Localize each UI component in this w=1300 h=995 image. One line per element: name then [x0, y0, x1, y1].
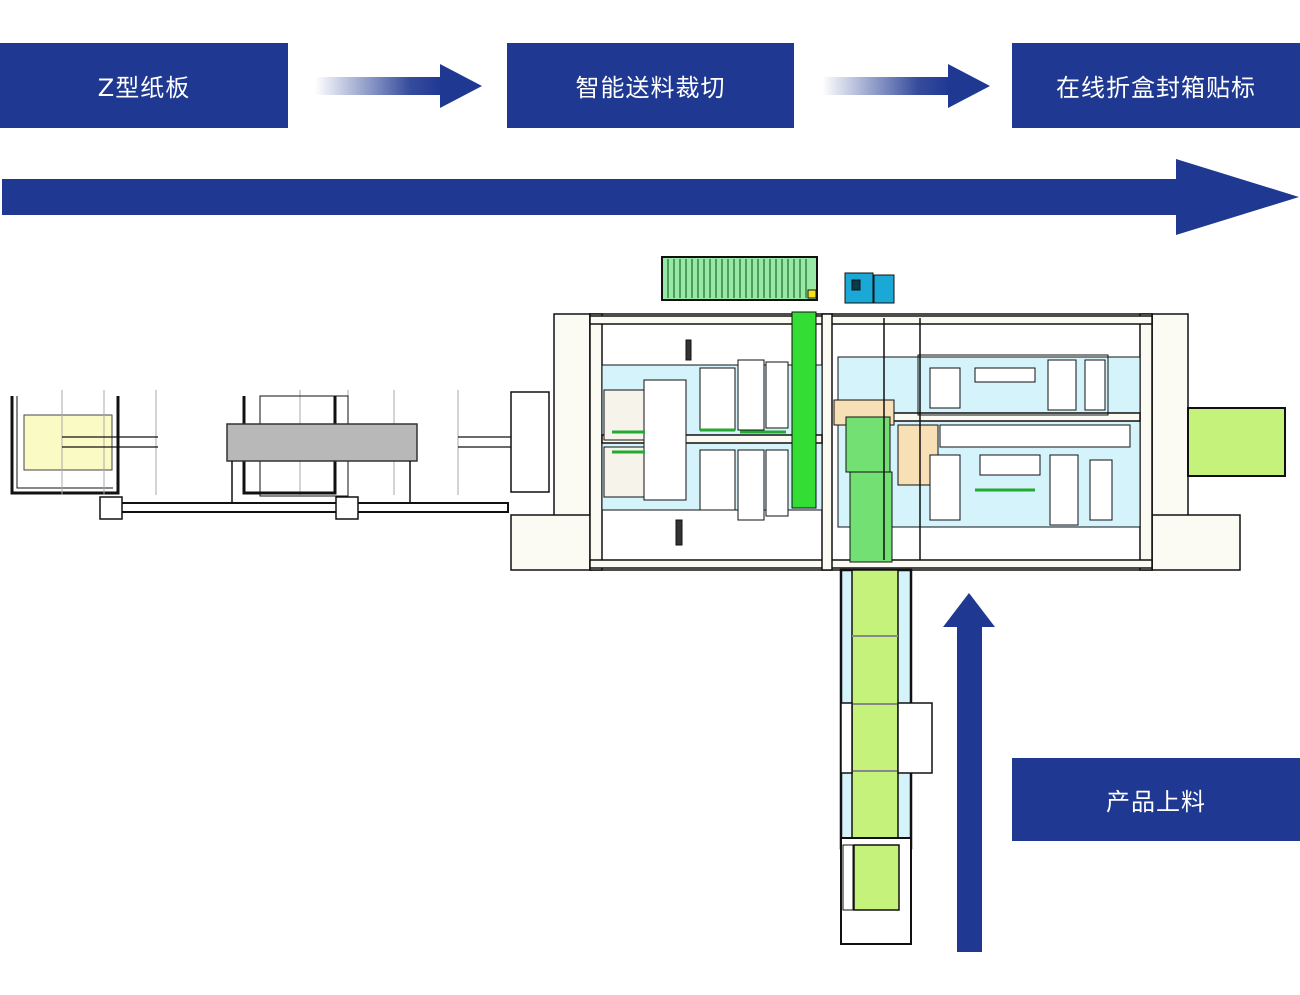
step-box-z-cardboard: Z型纸板 — [0, 43, 288, 128]
z-fold-cardboard-feeder — [10, 390, 550, 520]
step-label: 产品上料 — [1106, 788, 1206, 816]
product-infeed-conveyor — [839, 568, 933, 945]
step-box-product-infeed: 产品上料 — [1012, 758, 1300, 841]
step-arrow-1 — [315, 64, 482, 108]
step-label: 智能送料裁切 — [575, 74, 726, 102]
cardboard-chute — [791, 311, 817, 509]
main-flow-arrow — [2, 159, 1299, 235]
smart-feed-cutting-unit — [601, 339, 823, 546]
step-label: Z型纸板 — [97, 74, 191, 102]
output-conveyor — [1187, 407, 1286, 477]
control-cabinet — [844, 272, 895, 304]
step-box-folding-sealing-labeling: 在线折盒封箱贴标 — [1012, 43, 1300, 128]
step-label: 在线折盒封箱贴标 — [1056, 74, 1256, 102]
top-roller-conveyor — [661, 256, 818, 301]
infeed-arrow — [943, 593, 995, 952]
folding-sealing-labeling-unit — [833, 318, 1141, 563]
step-arrow-2 — [822, 64, 990, 108]
step-box-feed-cutting: 智能送料裁切 — [507, 43, 794, 128]
